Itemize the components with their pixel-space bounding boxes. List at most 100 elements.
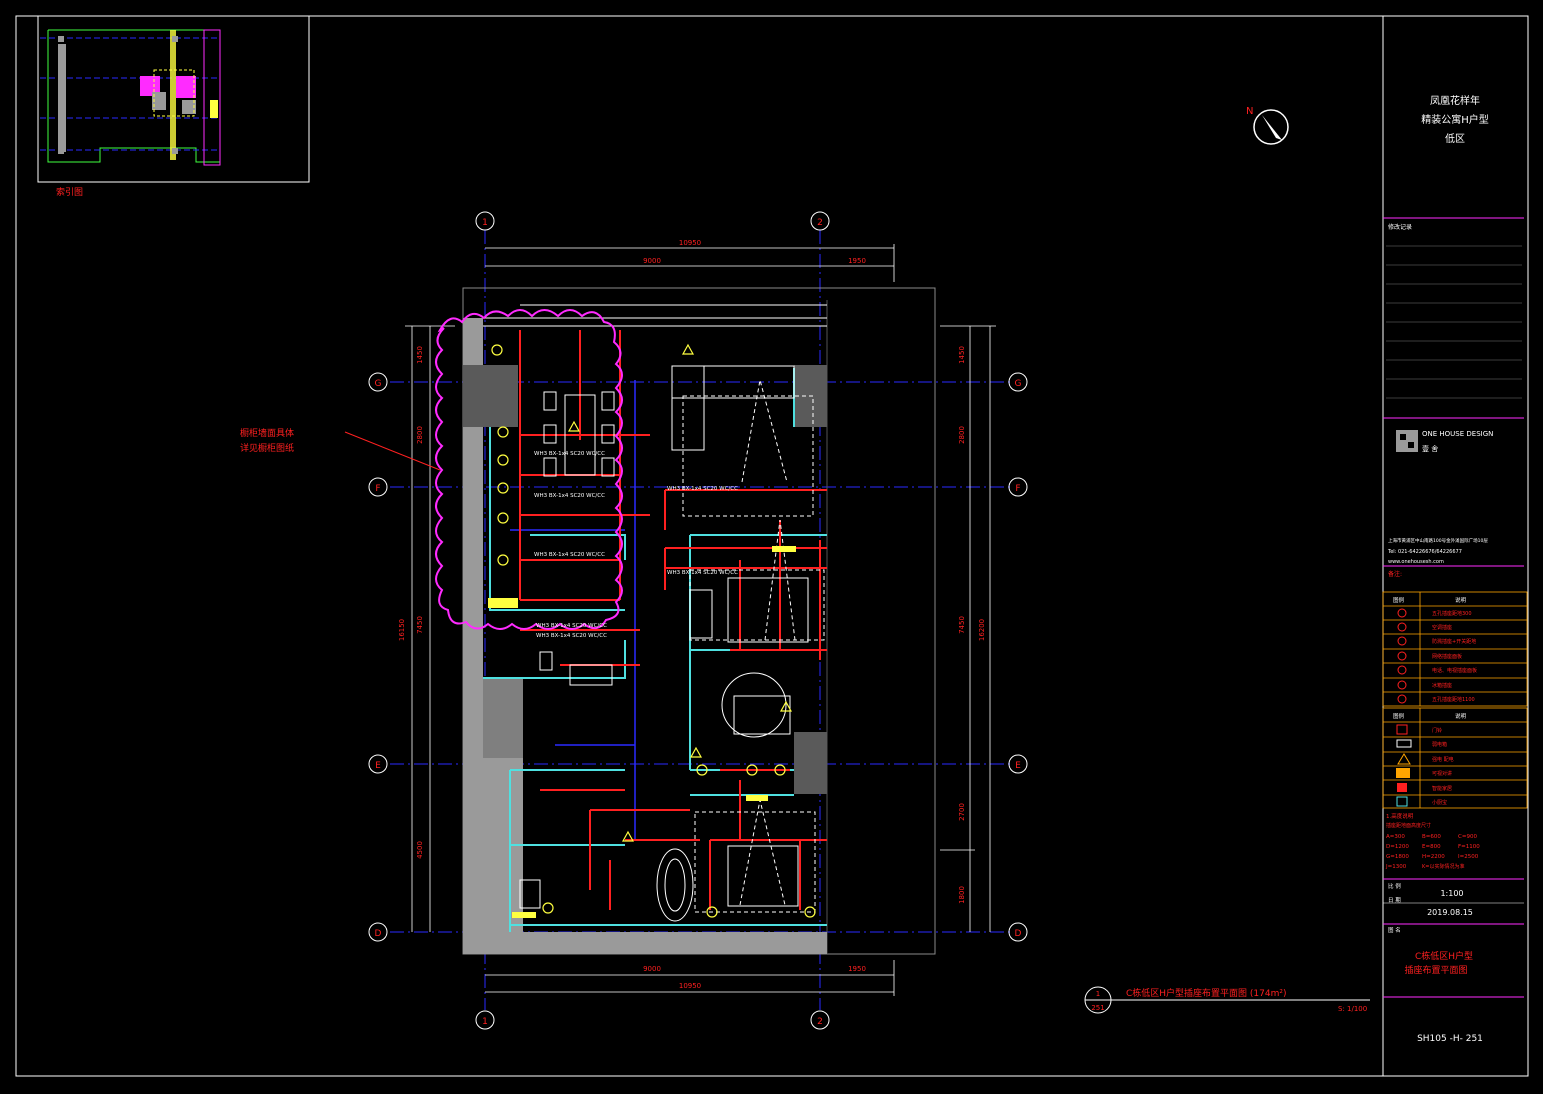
height-note-i: I=2500 — [1458, 854, 1479, 860]
dim-left-seg1: 1450 — [416, 346, 424, 364]
revision-cloud — [435, 309, 623, 630]
fixture-label-2: WH3 BX-1x4 SC20 WC/CC — [534, 493, 605, 499]
height-note-d: D=1200 — [1386, 844, 1409, 850]
height-note-c: C=900 — [1458, 834, 1477, 840]
scale-value: 1:100 — [1440, 889, 1463, 898]
dim-top-a: 9000 — [643, 257, 661, 265]
notes-title: 1.高度说明 — [1386, 812, 1414, 820]
sheet-label: 图 名 — [1388, 926, 1401, 934]
fixture-label-7: WH3 BX-1x4 SC20 WC/CC — [667, 570, 738, 576]
intercom-icon — [1396, 768, 1410, 778]
ac-socket-icon — [1397, 622, 1407, 632]
dim-left-total: 16150 — [398, 619, 406, 641]
company-web: www.onehousesh.com — [1388, 559, 1444, 565]
svg-text:1: 1 — [482, 218, 488, 228]
legend2-item-3: 强电 配电 — [1432, 756, 1454, 763]
legend2-item-2: 弱电箱 — [1432, 741, 1447, 748]
outer-frame — [15, 15, 1529, 1077]
doorbell-icon — [1396, 724, 1408, 735]
svg-text:E: E — [1015, 761, 1021, 771]
water-heater-icon — [1396, 796, 1408, 807]
drawing-title-text: C栋低区H户型插座布置平面图 (174m²) — [1126, 987, 1287, 999]
callout-line-1: 橱柜墙面具体 — [240, 427, 294, 439]
legend2-item-6: 小厨宝 — [1432, 799, 1447, 806]
height-note-f: F=1100 — [1458, 844, 1480, 850]
dim-left-seg2: 2800 — [416, 426, 424, 444]
height-note-k: K=以实际情况为准 — [1422, 863, 1464, 870]
legend2-item-1: 门铃 — [1432, 727, 1442, 734]
dimension-lines — [405, 244, 996, 996]
date-value: 2019.08.15 — [1427, 908, 1473, 917]
scale-label: 比 例 — [1388, 882, 1401, 890]
project-name-1: 凤凰花样年 — [1430, 94, 1480, 107]
legend1-item-5: 电话、电视插座面板 — [1432, 667, 1477, 674]
fixture-label-3: WH3 BX-1x4 SC20 WC/CC — [534, 552, 605, 558]
grid-bubble-col2-bottom: 2 — [810, 1010, 830, 1030]
dim-right-seg2: 2800 — [958, 426, 966, 444]
grid-bubble-col2-top: 2 — [810, 211, 830, 231]
height-note-a: A=300 — [1386, 834, 1405, 840]
grid-bubble-row-g-left: G — [368, 372, 388, 392]
date-label: 日 期 — [1388, 897, 1401, 904]
key-plan: 索引图 — [37, 15, 310, 198]
legend1-item-6: 冰箱插座 — [1432, 682, 1452, 689]
dim-bottom-b: 1950 — [848, 965, 866, 973]
svg-text:1: 1 — [482, 1017, 488, 1027]
grid-bubble-row-d-left: D — [368, 922, 388, 942]
remarks-label: 备注: — [1388, 570, 1402, 578]
legend2-item-5: 智能家居 — [1432, 785, 1452, 792]
grid-bubble-row-g-right: G — [1008, 372, 1028, 392]
dim-bottom-total: 10950 — [679, 982, 701, 990]
fixture-label-4: WH3 BX-1x4 SC20 WC/CC — [536, 623, 607, 629]
legend2-item-4: 可视对讲 — [1432, 770, 1452, 777]
company-name: ONE HOUSE DESIGN — [1422, 430, 1493, 438]
sheet-name-2: 插座布置平面图 — [1404, 964, 1467, 976]
compass-icon — [1253, 109, 1289, 145]
grid-bubble-row-f-right: F — [1008, 477, 1028, 497]
fridge-socket-icon — [1397, 680, 1407, 690]
north-arrow: N — [1246, 106, 1289, 145]
svg-text:G: G — [375, 379, 382, 389]
grid-bubble-row-f-left: F — [368, 477, 388, 497]
height-note-g: G=1800 — [1386, 854, 1409, 860]
height-note-b: B=600 — [1422, 834, 1441, 840]
dim-right-seg4: 2700 — [958, 803, 966, 821]
legend1-item-3: 防溅插座+开关距地 — [1432, 638, 1476, 645]
svg-text:2: 2 — [817, 1017, 823, 1027]
legend1-item-1: 五孔插座距地300 — [1432, 610, 1472, 617]
drawing-scale: S: 1/100 — [1338, 1005, 1367, 1013]
svg-text:G: G — [1015, 379, 1022, 389]
company-tel: Tel: 021-64226676/64226677 — [1387, 549, 1462, 555]
dim-top-total: 10950 — [679, 239, 701, 247]
height-note-e: E=800 — [1422, 844, 1441, 850]
company-name-cn: 壹 舍 — [1422, 444, 1438, 453]
dim-right-seg5: 1800 — [958, 886, 966, 904]
smart-home-icon — [1397, 783, 1407, 792]
dim-left-seg3: 7450 — [416, 616, 424, 634]
sheet-name-1: C栋低区H户型 — [1415, 950, 1473, 962]
dim-left-seg4: 4500 — [416, 841, 424, 859]
legend1-item-2: 空调插座 — [1432, 624, 1452, 631]
north-label: N — [1246, 106, 1253, 117]
company-logo-icon — [1396, 430, 1418, 452]
svg-text:F: F — [1015, 484, 1020, 494]
svg-text:E: E — [375, 761, 381, 771]
grid-bubble-col1-bottom: 1 — [475, 1010, 495, 1030]
company-address: 上海市黄浦区中山南路100号金外滩国际广场10层 — [1388, 537, 1488, 544]
tv-socket-icon — [1397, 665, 1407, 675]
grid-bubble-row-d-right: D — [1008, 922, 1028, 942]
dim-right-seg1: 1450 — [958, 346, 966, 364]
svg-text:D: D — [1015, 929, 1022, 939]
cabinet-callout: 橱柜墙面具体 详见橱柜图纸 — [240, 427, 441, 471]
splash-socket-icon — [1397, 636, 1407, 646]
svg-text:F: F — [375, 484, 380, 494]
dim-bottom-a: 9000 — [643, 965, 661, 973]
dim-right-seg3: 7450 — [958, 616, 966, 634]
legend1-header-symbol: 图例 — [1393, 596, 1405, 604]
fixture-label-5: WH3 BX-1x4 SC20 WC/CC — [536, 633, 607, 639]
grid-bubble-row-e-left: E — [368, 754, 388, 774]
legend2-header-desc: 说明 — [1455, 712, 1467, 720]
height-note-j: J=1300 — [1385, 864, 1407, 870]
grid-bubble-row-e-right: E — [1008, 754, 1028, 774]
